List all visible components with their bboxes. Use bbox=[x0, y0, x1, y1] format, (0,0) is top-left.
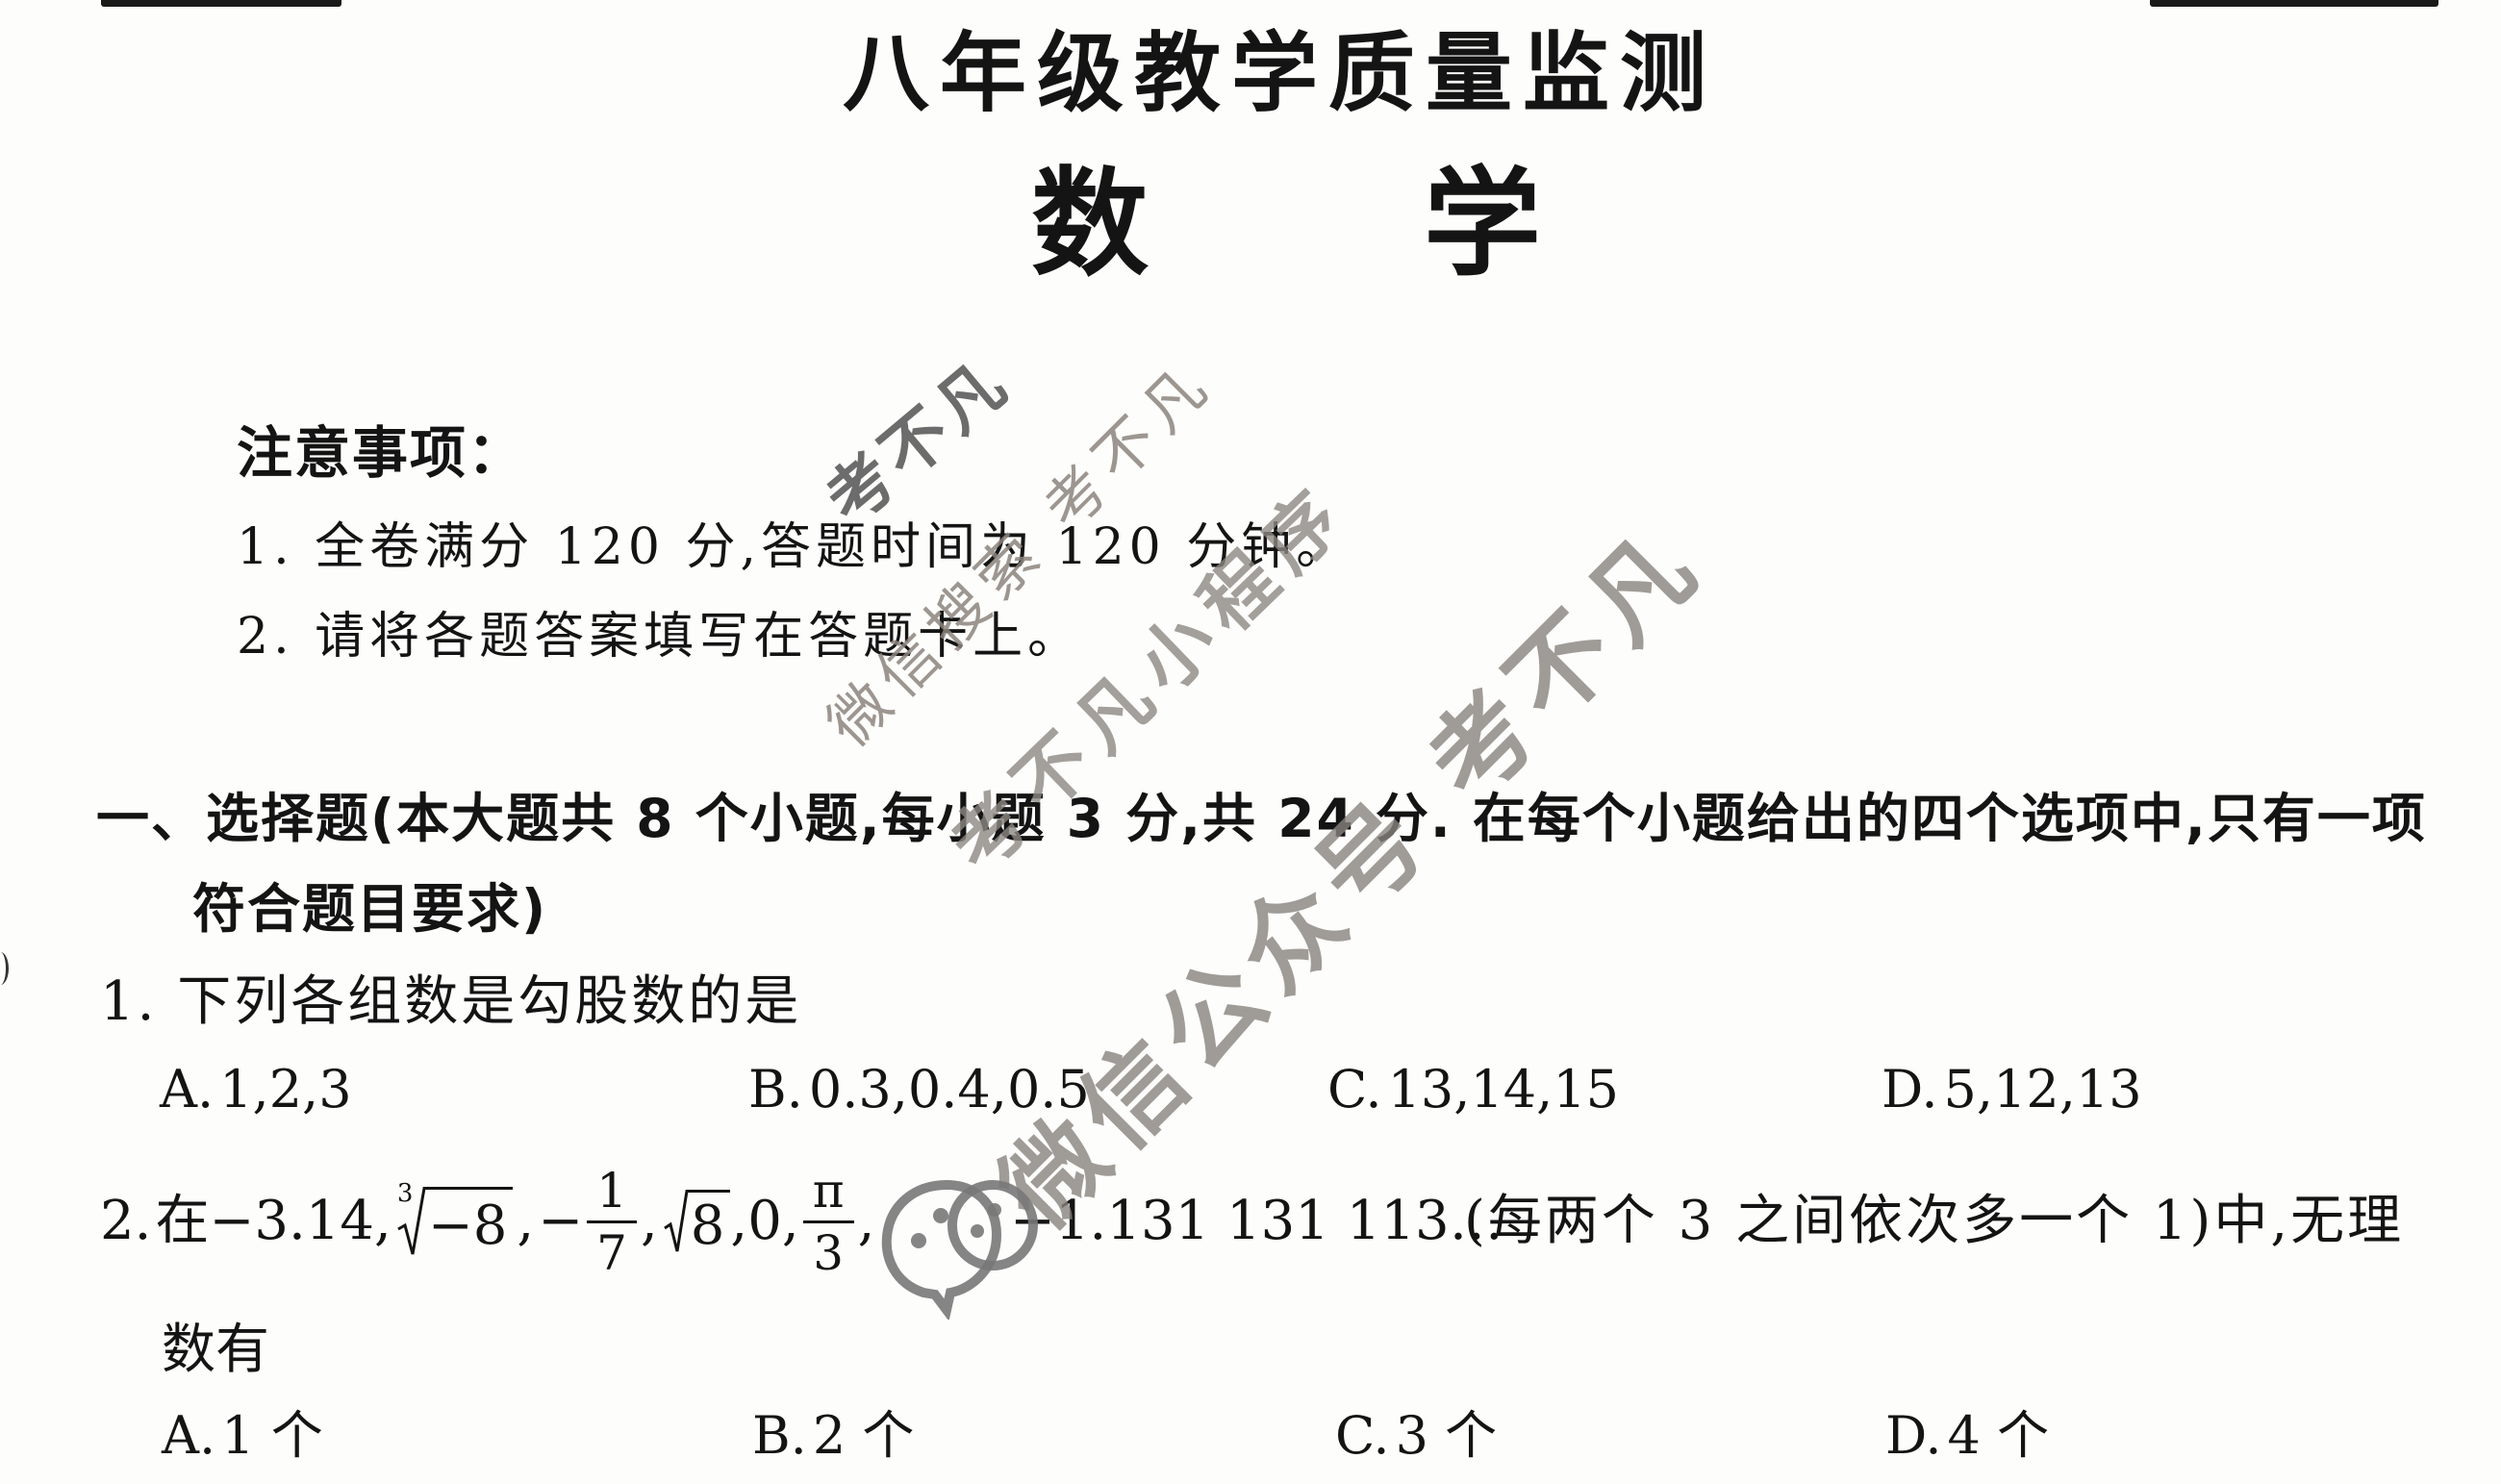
section-title-line-1: 一、选择题(本大题共 8 个小题,每小题 3 分,共 24 分. 在每个小题给出… bbox=[96, 788, 2427, 849]
separator: , bbox=[640, 1190, 658, 1252]
separator: , bbox=[374, 1190, 392, 1252]
wechat-logo-icon bbox=[881, 1179, 1038, 1320]
value-neg-3-14: −3.14 bbox=[209, 1190, 375, 1252]
separator: , bbox=[857, 1190, 875, 1252]
watermark-text-4: 微信公众号 考不凡 bbox=[977, 503, 1726, 1251]
option-text: 4 个 bbox=[1947, 1405, 2050, 1466]
option-label: A. bbox=[162, 1405, 216, 1466]
question-text-tail: (每两个 3 之间依次多一个 1)中,无理 bbox=[1464, 1190, 2405, 1252]
question-2-stem: 2. 在 −3.14 , 3 −8 , − 1 7 , 8 , 0 , π 3 … bbox=[100, 1154, 874, 1289]
notice-item-1: 1. 全卷满分 120 分,答题时间为 120 分钟。 bbox=[237, 518, 1352, 576]
question-text-lead: 在 bbox=[155, 1190, 210, 1252]
fraction-sign: − bbox=[538, 1190, 584, 1252]
numerator: 1 bbox=[587, 1167, 637, 1223]
q1-option-b: B. 0.3,0.4,0.5 bbox=[748, 1064, 1090, 1116]
radicand: −8 bbox=[425, 1187, 514, 1256]
radicand: 8 bbox=[688, 1190, 731, 1253]
option-text: 13,14,15 bbox=[1387, 1059, 1620, 1119]
option-text: 1 个 bbox=[221, 1405, 323, 1466]
separator: , bbox=[781, 1190, 799, 1252]
separator: , bbox=[517, 1190, 535, 1252]
denominator: 7 bbox=[596, 1224, 627, 1281]
q2-option-b: B. 2 个 bbox=[752, 1410, 914, 1462]
option-label: C. bbox=[1335, 1405, 1390, 1466]
radical-sign-icon bbox=[663, 1190, 689, 1252]
separator: , bbox=[730, 1190, 748, 1252]
option-label: B. bbox=[752, 1405, 807, 1466]
option-text: 1,2,3 bbox=[219, 1059, 352, 1119]
square-root-expression: 8 bbox=[663, 1190, 731, 1253]
option-text: 0.3,0.4,0.5 bbox=[808, 1059, 1090, 1119]
radical-sign-icon bbox=[397, 1187, 426, 1255]
fraction-pi-third: π 3 bbox=[802, 1167, 854, 1281]
value-zero: 0 bbox=[747, 1190, 782, 1252]
q1-option-c: C. 13,14,15 bbox=[1327, 1064, 1619, 1116]
numerator: π bbox=[802, 1167, 854, 1223]
root-index: 3 bbox=[396, 1179, 414, 1208]
denominator: 3 bbox=[813, 1224, 845, 1281]
option-label: A. bbox=[160, 1059, 215, 1119]
q2-option-d: D. 4 个 bbox=[1885, 1410, 2049, 1462]
option-label: D. bbox=[1882, 1059, 1938, 1119]
clipped-header-fragment-left bbox=[101, 0, 341, 7]
question-text-line-2: 数有 bbox=[162, 1319, 269, 1381]
section-title-line-2: 符合题目要求) bbox=[192, 878, 548, 940]
notice-item-2: 2. 请将各题答案填写在答题卡上。 bbox=[237, 608, 1083, 666]
option-text: 2 个 bbox=[812, 1405, 915, 1466]
cube-root-expression: 3 −8 bbox=[397, 1181, 514, 1256]
notice-heading: 注意事项： bbox=[237, 420, 526, 486]
question-text: 下列各组数是勾股数的是 bbox=[177, 970, 802, 1033]
question-number: 2. bbox=[100, 1190, 152, 1252]
subject-char-1: 数 bbox=[1031, 156, 1149, 292]
value-repeating-decimal: −1.131 131 113… bbox=[1010, 1190, 1503, 1252]
question-number: 1. bbox=[100, 970, 158, 1033]
watermark-text-1: 考不凡 bbox=[812, 344, 1025, 541]
option-text: 5,12,13 bbox=[1943, 1059, 2142, 1119]
option-label: B. bbox=[748, 1059, 803, 1119]
q2-option-c: C. 3 个 bbox=[1335, 1410, 1497, 1462]
exam-title: 八年级教学质量监测 bbox=[843, 23, 1717, 124]
binding-hole-mark bbox=[0, 952, 9, 985]
option-label: C. bbox=[1327, 1059, 1382, 1119]
question-1-stem: 1. 下列各组数是勾股数的是 bbox=[100, 975, 801, 1029]
q2-option-a: A. 1 个 bbox=[162, 1410, 323, 1462]
fraction-one-seventh: 1 7 bbox=[587, 1167, 637, 1277]
subject-char-2: 学 bbox=[1424, 156, 1541, 292]
q1-option-a: A. 1,2,3 bbox=[160, 1064, 352, 1116]
option-text: 3 个 bbox=[1395, 1405, 1498, 1466]
option-label: D. bbox=[1885, 1405, 1942, 1466]
clipped-header-fragment-right bbox=[2150, 0, 2438, 7]
q1-option-d: D. 5,12,13 bbox=[1882, 1064, 2142, 1116]
